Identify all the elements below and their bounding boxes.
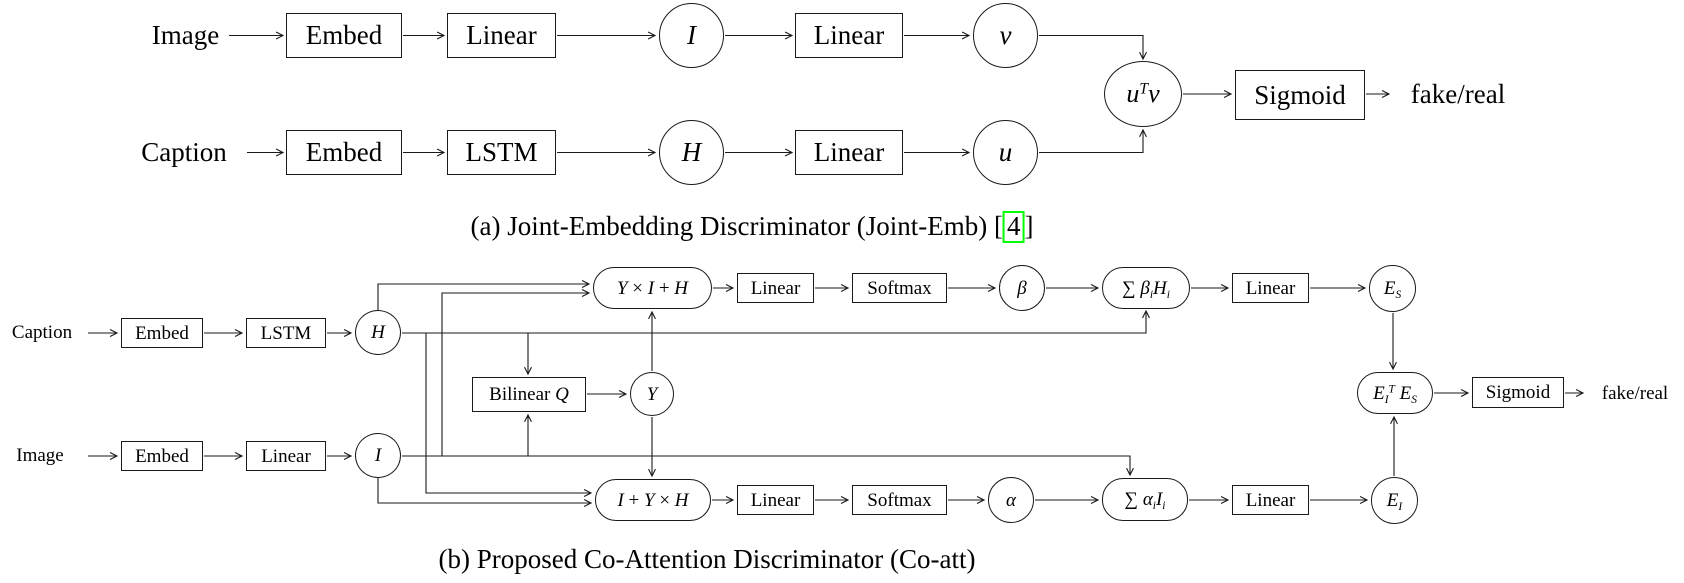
a-lstm-box: LSTM [447, 130, 556, 175]
a-embed-caption-box: Embed [286, 130, 402, 175]
b-sum-alpha-i-node: ∑ αiIi [1102, 478, 1188, 521]
b-caption: (b) Proposed Co-Attention Discriminator … [439, 543, 976, 575]
a-utv-node: uTv [1104, 61, 1182, 127]
b-bilinear-q-box: Bilinear Q [472, 377, 586, 412]
b-alpha-node: α [988, 477, 1034, 523]
b-y-node: Y [630, 372, 674, 416]
b-linear-bottom-2-box: Linear [1232, 485, 1309, 515]
a-linear-u-box: Linear [795, 130, 903, 175]
a-linear-image-box: Linear [447, 13, 556, 58]
b-y-times-i-plus-h-node: Y × I + H [593, 267, 712, 309]
b-input-caption-label: Caption [11, 321, 73, 343]
b-softmax-bottom-box: Softmax [852, 485, 947, 515]
a-v-node: v [973, 3, 1038, 68]
b-softmax-top-box: Softmax [852, 273, 947, 303]
b-linear-top-2-box: Linear [1232, 273, 1309, 303]
a-h-node: H [659, 120, 724, 185]
b-linear-bottom-1-box: Linear [737, 485, 814, 515]
a-linear-v-box: Linear [795, 13, 903, 58]
b-embed-caption-box: Embed [121, 318, 203, 348]
panel-a-wires [229, 31, 1391, 157]
b-i-plus-y-times-h-node: I + Y × H [595, 479, 711, 521]
b-e-i-node: EI [1371, 477, 1418, 524]
a-u-node: u [973, 120, 1038, 185]
b-sigmoid-box: Sigmoid [1472, 377, 1564, 408]
a-i-node: I [659, 3, 724, 68]
b-beta-node: β [999, 265, 1045, 311]
b-caption-text: (b) Proposed Co-Attention Discriminator … [438, 544, 976, 574]
citation-4[interactable]: 4 [1002, 211, 1025, 243]
b-eit-es-node: EIT ES [1357, 372, 1433, 414]
b-embed-image-box: Embed [121, 441, 203, 471]
a-output-fake-real-label: fake/real [1410, 78, 1506, 109]
b-linear-image-box: Linear [246, 441, 326, 471]
a-caption: (a) Joint-Embedding Discriminator (Joint… [470, 210, 1034, 243]
a-input-caption-label: Caption [141, 136, 227, 167]
a-sigmoid-box: Sigmoid [1235, 70, 1365, 120]
b-lstm-box: LSTM [246, 318, 326, 348]
b-sum-beta-h-node: ∑ βiHi [1102, 267, 1190, 309]
b-output-fake-real-label: fake/real [1601, 382, 1669, 404]
a-caption-suffix: ] [1024, 211, 1034, 241]
a-embed-image-box: Embed [286, 13, 402, 58]
panel-b-wires [88, 280, 1585, 507]
b-i-node: I [355, 433, 401, 478]
a-input-image-label: Image [151, 19, 220, 50]
b-h-node: H [355, 310, 401, 355]
a-caption-prefix: (a) Joint-Embedding Discriminator (Joint… [470, 211, 1003, 241]
b-linear-top-1-box: Linear [737, 273, 814, 303]
b-e-s-node: ES [1369, 265, 1416, 312]
b-input-image-label: Image [16, 444, 64, 466]
